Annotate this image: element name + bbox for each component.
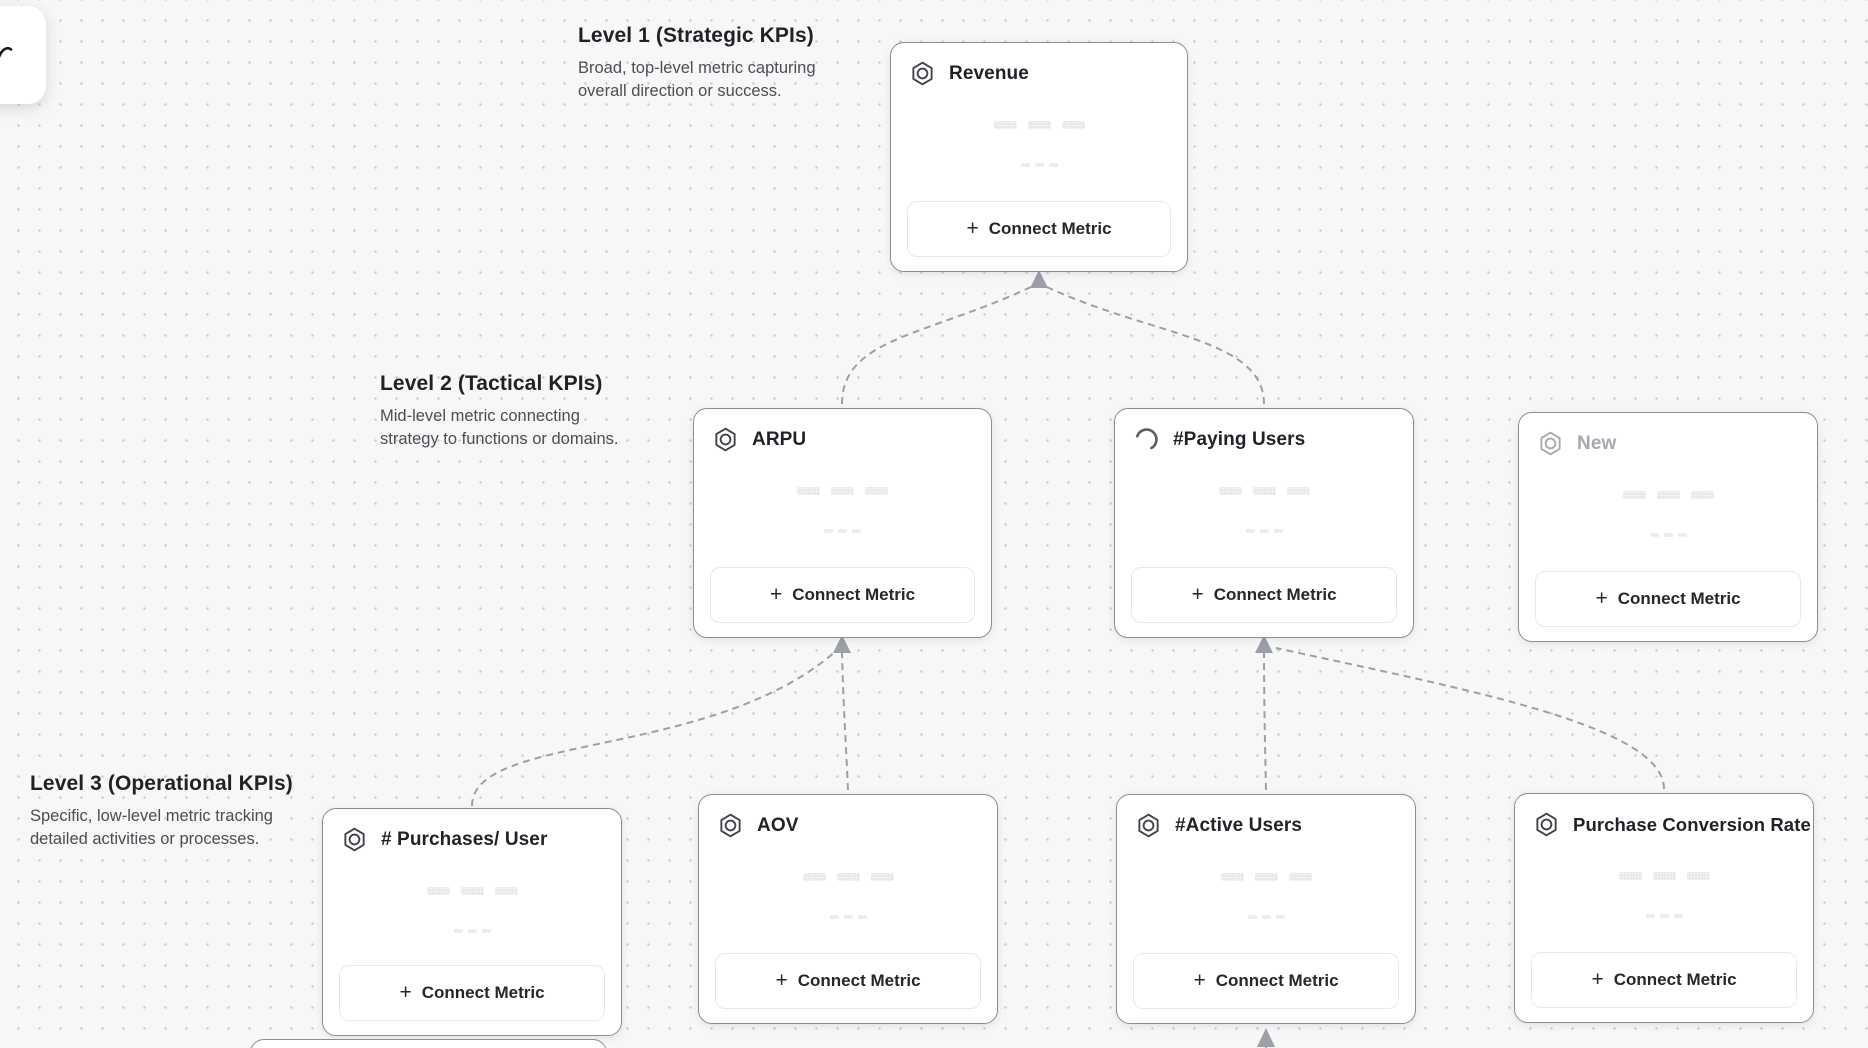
plus-icon: + bbox=[1191, 582, 1204, 606]
connect-metric-label: Connect Metric bbox=[1213, 585, 1337, 604]
skeleton-bars bbox=[694, 487, 991, 495]
metric-card-title: #Active Users bbox=[1175, 814, 1302, 836]
skeleton-dashes bbox=[699, 915, 997, 919]
connect-metric-button[interactable]: + Connect Metric bbox=[1131, 567, 1397, 623]
arrowhead-into-revenue bbox=[1030, 270, 1048, 288]
hexagon-metric-icon bbox=[712, 426, 739, 453]
connect-metric-label: Connect Metric bbox=[792, 585, 916, 604]
skeleton-bars bbox=[1115, 487, 1413, 495]
hexagon-metric-icon bbox=[1537, 430, 1564, 457]
level-1-description: Broad, top-level metric capturing overal… bbox=[578, 59, 816, 101]
edge-conversion-rate-to-paying-users bbox=[1275, 647, 1665, 790]
level-3-description: Specific, low-level metric tracking deta… bbox=[30, 807, 273, 849]
skeleton-bars bbox=[1515, 872, 1813, 880]
connect-metric-button[interactable]: + Connect Metric bbox=[1133, 953, 1399, 1009]
metric-card-title: ARPU bbox=[752, 428, 807, 450]
edge-paying-users-to-revenue bbox=[1046, 286, 1265, 405]
card-header: # Purchases/ User bbox=[323, 809, 621, 853]
edge-arpu-to-revenue bbox=[841, 286, 1032, 405]
metric-card-aov[interactable]: AOV + Connect Metric bbox=[698, 794, 998, 1024]
skeleton-dashes bbox=[1519, 533, 1817, 537]
metric-card-title: Revenue bbox=[949, 62, 1029, 84]
connect-metric-button[interactable]: + Connect Metric bbox=[715, 953, 981, 1009]
edge-active-users-to-paying-users bbox=[1263, 650, 1267, 791]
metric-card-title: Purchase Conversion Rate bbox=[1573, 813, 1811, 835]
metric-card-arpu[interactable]: ARPU + Connect Metric bbox=[693, 408, 992, 638]
level-1-title: Level 1 (Strategic KPIs) bbox=[578, 24, 814, 47]
skeleton-bars bbox=[1117, 873, 1415, 881]
arrowhead-into-active-users bbox=[1257, 1028, 1275, 1047]
skeleton-dashes bbox=[891, 163, 1187, 167]
level-3-label: Level 3 (Operational KPIs) Specific, low… bbox=[30, 772, 302, 852]
connect-metric-label: Connect Metric bbox=[988, 219, 1112, 238]
hexagon-metric-icon bbox=[1135, 812, 1162, 839]
skeleton-dashes bbox=[323, 929, 621, 933]
plus-icon: + bbox=[966, 216, 979, 240]
metric-card-revenue[interactable]: Revenue + Connect Metric bbox=[890, 42, 1188, 272]
metric-card-title: AOV bbox=[757, 814, 799, 836]
edge-purchases-user-to-arpu bbox=[471, 650, 837, 807]
level-1-label: Level 1 (Strategic KPIs) Broad, top-leve… bbox=[578, 24, 836, 104]
skeleton-bars bbox=[1519, 491, 1817, 499]
metric-card-active-users[interactable]: #Active Users + Connect Metric bbox=[1116, 794, 1416, 1024]
connect-metric-label: Connect Metric bbox=[1613, 970, 1737, 989]
plus-icon: + bbox=[769, 582, 783, 606]
card-header: #Active Users bbox=[1117, 795, 1415, 839]
connect-metric-button[interactable]: + Connect Metric bbox=[710, 567, 975, 623]
connect-metric-button[interactable]: + Connect Metric bbox=[1535, 571, 1801, 627]
hexagon-metric-icon bbox=[1533, 811, 1560, 838]
hexagon-metric-icon bbox=[341, 826, 368, 853]
connect-metric-button[interactable]: + Connect Metric bbox=[907, 201, 1171, 257]
skeleton-bars bbox=[699, 873, 997, 881]
connect-metric-label: Connect Metric bbox=[1215, 971, 1339, 990]
metric-card-partial-bottom[interactable] bbox=[250, 1039, 607, 1048]
skeleton-dashes bbox=[1117, 915, 1415, 919]
metric-card-purchases-per-user[interactable]: # Purchases/ User + Connect Metric bbox=[322, 808, 622, 1036]
skeleton-bars bbox=[891, 121, 1187, 129]
hexagon-metric-icon bbox=[717, 812, 744, 839]
level-3-title: Level 3 (Operational KPIs) bbox=[30, 772, 293, 795]
plus-icon: + bbox=[1591, 967, 1604, 991]
card-header: Revenue bbox=[891, 43, 1187, 87]
metric-card-title: New bbox=[1577, 432, 1617, 454]
card-header: New bbox=[1519, 413, 1817, 457]
plus-icon: + bbox=[775, 968, 788, 992]
card-header: #Paying Users bbox=[1115, 409, 1413, 453]
plus-icon: + bbox=[1193, 968, 1206, 992]
connect-metric-label: Connect Metric bbox=[1617, 589, 1741, 608]
edge-aov-to-arpu bbox=[841, 650, 849, 791]
floating-panel[interactable] bbox=[0, 6, 46, 104]
skeleton-dashes bbox=[1515, 914, 1813, 918]
card-header: ARPU bbox=[694, 409, 991, 453]
skeleton-dashes bbox=[1115, 529, 1413, 533]
hexagon-metric-icon bbox=[909, 60, 936, 87]
connect-metric-label: Connect Metric bbox=[797, 971, 921, 990]
skeleton-dashes bbox=[694, 529, 991, 533]
metric-card-title: # Purchases/ User bbox=[381, 828, 548, 850]
level-2-label: Level 2 (Tactical KPIs) Mid-level metric… bbox=[380, 372, 636, 452]
metric-card-new[interactable]: New + Connect Metric bbox=[1518, 412, 1818, 642]
skeleton-bars bbox=[323, 887, 621, 895]
spinner-icon bbox=[1133, 426, 1160, 453]
plus-icon: + bbox=[1595, 586, 1608, 610]
connect-metric-button[interactable]: + Connect Metric bbox=[339, 965, 605, 1021]
level-2-title: Level 2 (Tactical KPIs) bbox=[380, 372, 603, 395]
card-header: Purchase Conversion Rate bbox=[1515, 794, 1813, 838]
connect-metric-label: Connect Metric bbox=[421, 983, 545, 1002]
level-2-description: Mid-level metric connecting strategy to … bbox=[380, 407, 619, 449]
metric-card-title: #Paying Users bbox=[1173, 428, 1306, 450]
metric-card-purchase-conversion-rate[interactable]: Purchase Conversion Rate + Connect Metri… bbox=[1514, 793, 1814, 1023]
card-header: AOV bbox=[699, 795, 997, 839]
metric-card-paying-users[interactable]: #Paying Users + Connect Metric bbox=[1114, 408, 1414, 638]
connect-metric-button[interactable]: + Connect Metric bbox=[1531, 952, 1797, 1008]
plus-icon: + bbox=[399, 980, 412, 1004]
